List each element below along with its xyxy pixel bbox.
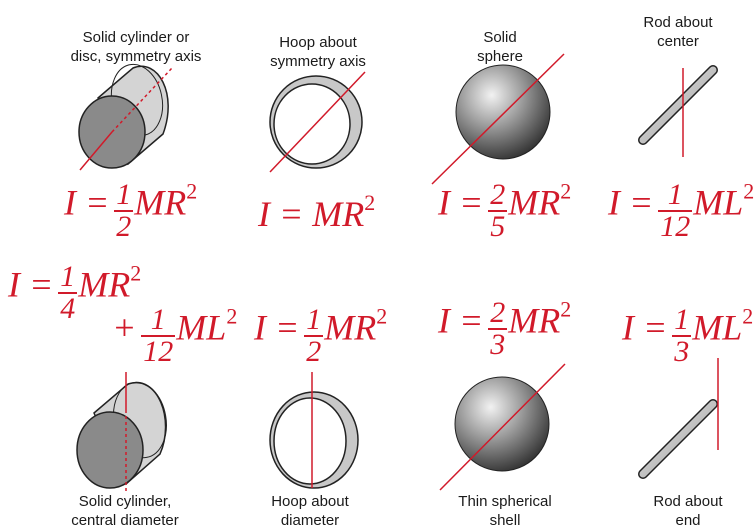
formula-hoop-diameter: I = 1 2 MR2 [254,303,388,368]
fraction: 1 4 [58,260,78,325]
rod-end-figure [638,358,719,479]
hoop-diameter-figure [269,372,359,489]
fraction: 2 3 [488,296,508,361]
fraction: 1 12 [141,303,176,368]
label-thin-shell: Thin spherical shell [458,493,552,529]
label-hoop-diameter: Hoop about diameter [271,493,349,529]
label-rod-end: Rod about end [653,493,723,529]
label-rod-center: Rod about center [643,14,713,50]
thin-shell-figure [439,363,566,491]
solid-cylinder-symmetry-figure [78,63,173,171]
label-solid-cylinder-symmetry: Solid cylinder or disc, symmetry axis [70,29,202,65]
label-solid-sphere: Solid sphere [477,29,523,65]
formula-solid-cylinder-symmetry: I = 1 2 MR2 [64,178,198,243]
fraction: 1 2 [114,178,134,243]
fraction: 1 3 [672,303,692,368]
formula-solid-cylinder-diameter-line2: + 1 12 ML2 [112,303,238,368]
formula-rod-end: I = 1 3 ML2 [622,303,754,368]
label-hoop-symmetry: Hoop about symmetry axis [270,34,366,70]
hoop-symmetry-figure [269,71,366,173]
formula-hoop-symmetry: I = MR2 [258,190,376,234]
solid-sphere-figure [431,53,565,185]
formula-thin-shell: I = 2 3 MR2 [438,296,572,361]
fraction: 1 12 [658,178,693,243]
rod-center-figure [638,65,718,157]
fraction: 2 5 [488,178,508,243]
label-solid-cylinder-diameter: Solid cylinder, central diameter [71,493,179,529]
formula-solid-cylinder-diameter-line1: I = 1 4 MR2 [8,260,142,325]
formula-solid-sphere: I = 2 5 MR2 [438,178,572,243]
fraction: 1 2 [304,303,324,368]
solid-cylinder-diameter-figure [76,372,167,492]
formula-rod-center: I = 1 12 ML2 [608,178,755,243]
